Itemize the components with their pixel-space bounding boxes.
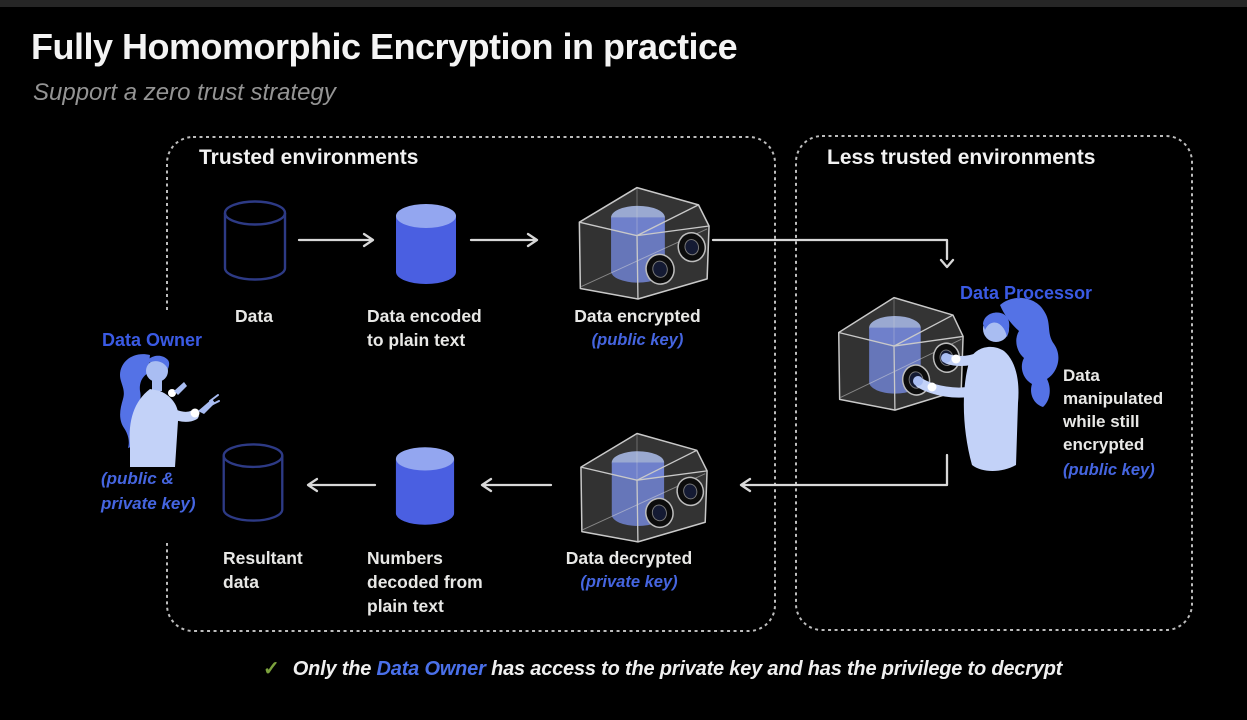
data-owner-name: Data Owner	[102, 330, 203, 350]
encrypted-glovebox-icon	[578, 186, 710, 300]
label-data-decrypted: Data decrypted (private key)	[548, 546, 710, 594]
footer-note: ✓ Only the Data Owner has access to the …	[263, 656, 1062, 681]
arrow-encoded-to-encrypted	[469, 232, 539, 248]
arrow-encrypted-to-processor	[711, 238, 955, 269]
check-icon: ✓	[263, 658, 280, 680]
label-data-manipulated: Data manipulated while still encrypted (…	[1063, 364, 1163, 482]
window-top-band	[0, 0, 1247, 7]
private-key-note: (private key)	[580, 573, 678, 591]
less-trusted-environments-heading: Less trusted environments	[827, 146, 1096, 169]
label-data-encrypted: Data encrypted (public key)	[556, 304, 719, 352]
arrow-decrypted-to-decoded	[480, 477, 553, 493]
owner-keys-note: (public & private key)	[101, 469, 196, 513]
public-key-note: (public key)	[591, 331, 684, 349]
processor-torso	[963, 346, 1019, 471]
arrow-data-to-encoded	[297, 232, 375, 248]
database-cylinder-outline-icon	[223, 200, 287, 281]
public-key-note: (public key)	[1063, 461, 1155, 479]
arrow-decoded-to-resultant	[306, 477, 377, 493]
encrypted-glovebox-icon	[580, 432, 708, 543]
footer-data-owner-highlight: Data Owner	[376, 658, 486, 680]
database-cylinder-outline-icon	[222, 443, 284, 522]
trusted-environments-heading: Trusted environments	[199, 146, 419, 169]
label-data: Data	[235, 306, 273, 326]
page-title: Fully Homomorphic Encryption in practice	[31, 26, 738, 67]
data-processor-name: Data Processor	[960, 283, 1093, 303]
label-data-encoded: Data encoded to plain text	[367, 306, 482, 350]
owner-head	[146, 360, 168, 382]
database-cylinder-filled-icon	[396, 204, 456, 284]
page-subtitle: Support a zero trust strategy	[33, 79, 336, 106]
label-resultant-data: Resultant data	[223, 548, 303, 592]
footer-text: Only the Data Owner has access to the pr…	[292, 658, 1063, 680]
label-numbers-decoded: Numbers decoded from plain text	[367, 548, 483, 616]
woman-data-owner-illustration	[120, 354, 220, 467]
database-cylinder-filled-icon	[395, 447, 455, 525]
